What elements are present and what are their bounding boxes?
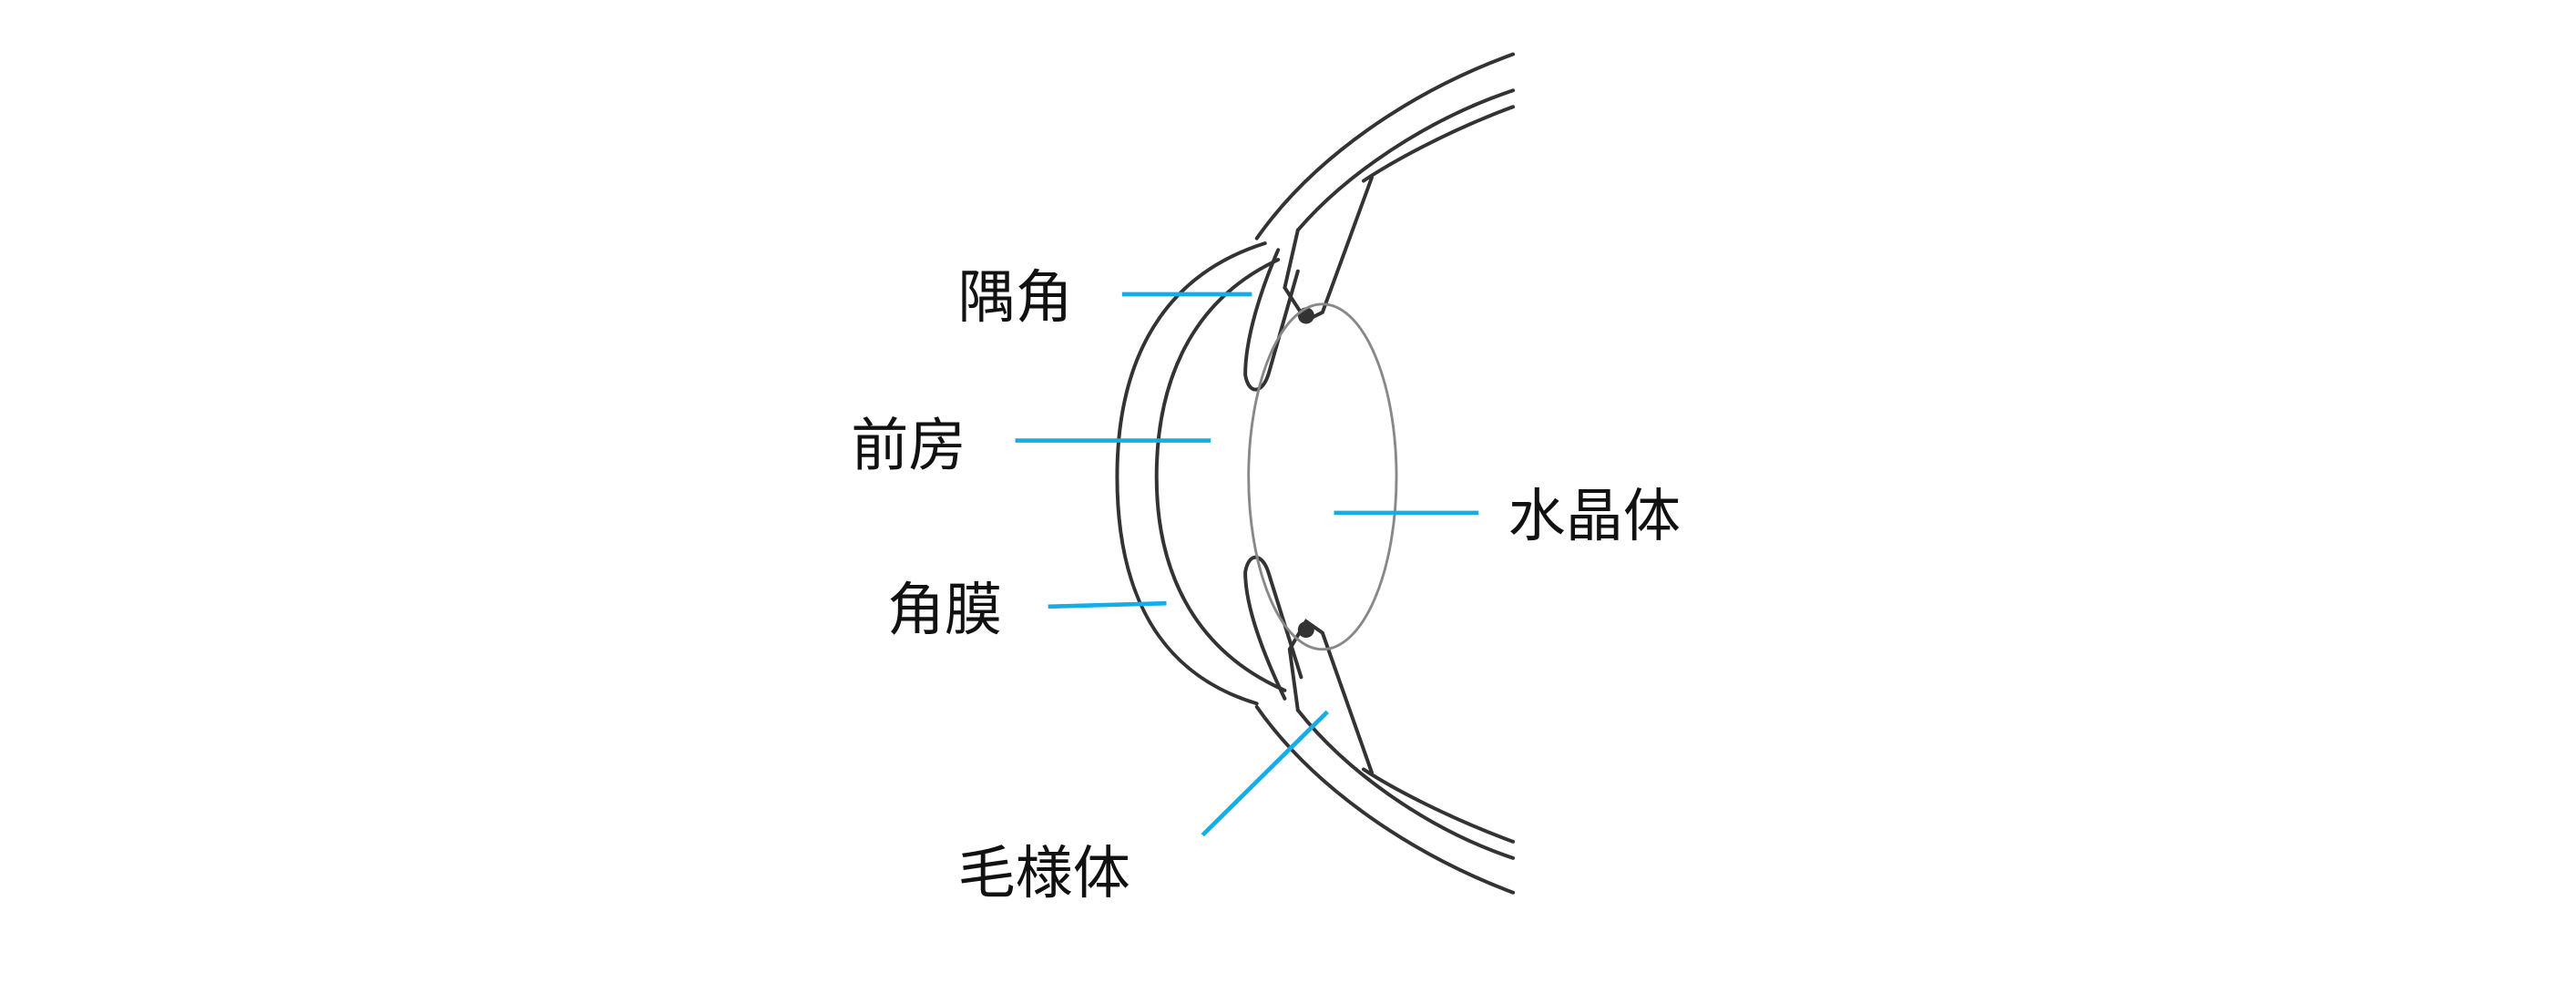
sclera-inner-top bbox=[1295, 88, 1516, 232]
label-lens: 水晶体 bbox=[1508, 482, 1681, 549]
iris-bottom bbox=[1243, 555, 1303, 701]
sclera-outer-bottom bbox=[1254, 704, 1516, 895]
ciliary-body-leader-line bbox=[1201, 710, 1329, 837]
label-ciliary-body: 毛様体 bbox=[957, 839, 1130, 906]
cornea-leader-line bbox=[1048, 600, 1167, 609]
choroid-bottom bbox=[1361, 767, 1516, 844]
cornea-inner bbox=[1154, 258, 1287, 692]
sclera-outer-top bbox=[1254, 52, 1516, 241]
label-cornea: 角膜 bbox=[887, 576, 1002, 643]
cornea-outer bbox=[1115, 241, 1267, 706]
label-anterior-chamber: 前房 bbox=[851, 412, 966, 479]
sclera-inner-bottom bbox=[1295, 708, 1516, 860]
eye-drawing bbox=[1115, 52, 1516, 895]
iris-top bbox=[1243, 248, 1300, 392]
labels: 隅角 前房 角膜 毛様体 水晶体 bbox=[851, 263, 1681, 906]
lens-shape bbox=[1247, 302, 1398, 651]
choroid-top bbox=[1361, 105, 1516, 183]
leader-lines bbox=[1015, 292, 1479, 837]
label-angle: 隅角 bbox=[957, 263, 1072, 331]
zonule-bottom bbox=[1297, 621, 1314, 639]
